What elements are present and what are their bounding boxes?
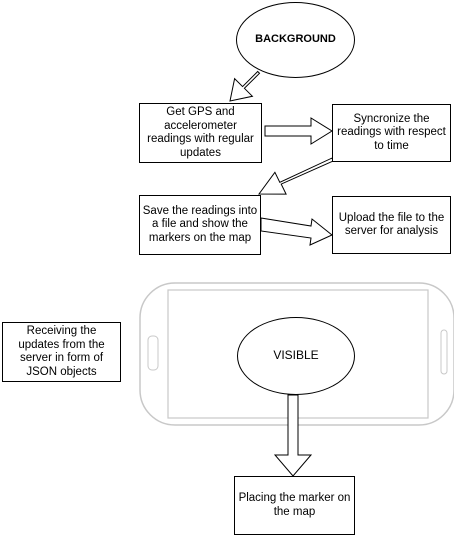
placing-marker-label: Placing the marker on the map [238,492,351,518]
get-readings-node: Get GPS and accelerometer readings with … [139,103,262,163]
arrow-background-to-get-readings [229,70,261,102]
background-node-label: BACKGROUND [255,33,336,46]
receiving-updates-node: Receiving the updates from the server in… [2,322,121,382]
arrow-visible-to-placing-marker [273,394,313,477]
save-readings-node: Save the readings into a file and show t… [139,195,261,255]
visible-node-label: VISIBLE [273,348,319,363]
arrow-save-readings-to-upload-file [260,217,333,246]
synchronize-node: Syncronize the readings with respect to … [332,104,451,162]
get-readings-label: Get GPS and accelerometer readings with … [147,106,254,159]
arrow-synchronize-to-save-readings [258,157,334,195]
upload-file-label: Upload the file to the server for analys… [338,211,445,238]
save-readings-label: Save the readings into a file and show t… [142,204,258,244]
receiving-updates-label: Receiving the updates from the server in… [18,325,105,378]
arrow-get-readings-to-synchronize [264,117,333,145]
visible-node: VISIBLE [237,317,355,395]
placing-marker-node: Placing the marker on the map [234,476,355,535]
background-node: BACKGROUND [236,2,355,78]
upload-file-node: Upload the file to the server for analys… [332,196,451,254]
synchronize-label: Syncronize the readings with respect to … [337,112,446,152]
